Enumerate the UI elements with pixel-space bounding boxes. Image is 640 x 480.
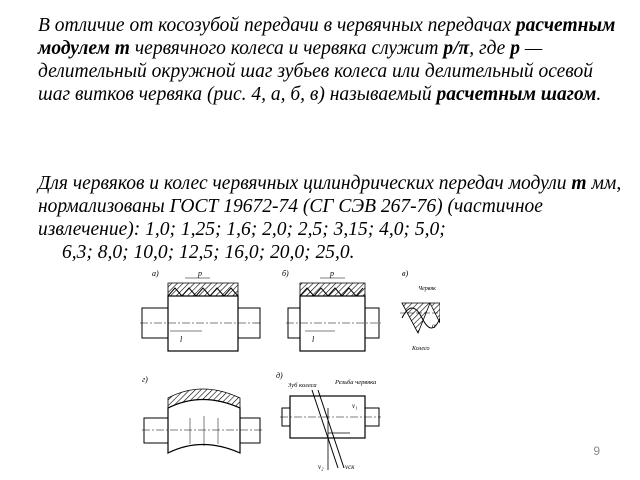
modules-paragraph: Для червяков и колес червячных цилиндрич…: [38, 172, 628, 264]
worm-label: Червяк: [418, 286, 436, 292]
wheel-tooth-label: Зуб колеса: [288, 382, 317, 389]
text: мм, нормализованы ГОСТ 19672-74 (СГ СЭВ …: [38, 173, 622, 240]
velocity-slip: vск: [345, 463, 355, 471]
wheel-label: Колесо: [411, 346, 429, 352]
alpha-symbol: α: [432, 322, 436, 330]
panel-g: г): [142, 375, 262, 454]
text: — делительный окружной шаг зубьев колеса…: [38, 38, 593, 105]
text: .: [596, 84, 602, 105]
term-module: расчетным модулем m: [38, 15, 616, 59]
text: В отличие от косозубой передачи в червяч…: [38, 15, 516, 36]
formula: p/π: [443, 38, 470, 59]
panel-a: а) p l: [140, 269, 262, 352]
velocity-v1: v₁: [352, 402, 358, 410]
worm-gear-figure: а) p l б) p l в): [140, 269, 440, 471]
panel-b: б) p l: [282, 269, 381, 352]
slide-number: 9: [593, 444, 600, 458]
intro-paragraph: В отличие от косозубой передачи в червяч…: [38, 14, 628, 106]
text: Для червяков и колес червячных цилиндрич…: [38, 173, 572, 194]
worm-thread-label: Резьба червяка: [334, 379, 376, 386]
panel-v: в) Червяк α Колесо: [400, 269, 440, 352]
length-label-b: l: [312, 335, 315, 344]
term-pitch: расчетным шагом: [436, 84, 597, 105]
label-a: а): [152, 269, 159, 278]
text: , где: [469, 38, 511, 59]
label-d: д): [276, 371, 283, 380]
panel-d: д) Зуб колеса Резьба червяка v₁ v₂ vск: [276, 371, 381, 471]
label-v: в): [402, 269, 408, 278]
pitch-label-a: p: [197, 269, 202, 278]
symbol-p: p: [510, 38, 520, 59]
text: червячного колеса и червяка служит: [129, 38, 444, 59]
length-label-a: l: [180, 335, 183, 344]
label-b: б): [282, 269, 289, 278]
pitch-label-b: p: [329, 269, 334, 278]
symbol-m: m: [571, 173, 587, 194]
velocity-v2: v₂: [318, 463, 324, 471]
text: 6,3; 8,0; 10,0; 12,5; 16,0; 20,0; 25,0.: [62, 242, 355, 263]
label-g: г): [142, 375, 148, 384]
